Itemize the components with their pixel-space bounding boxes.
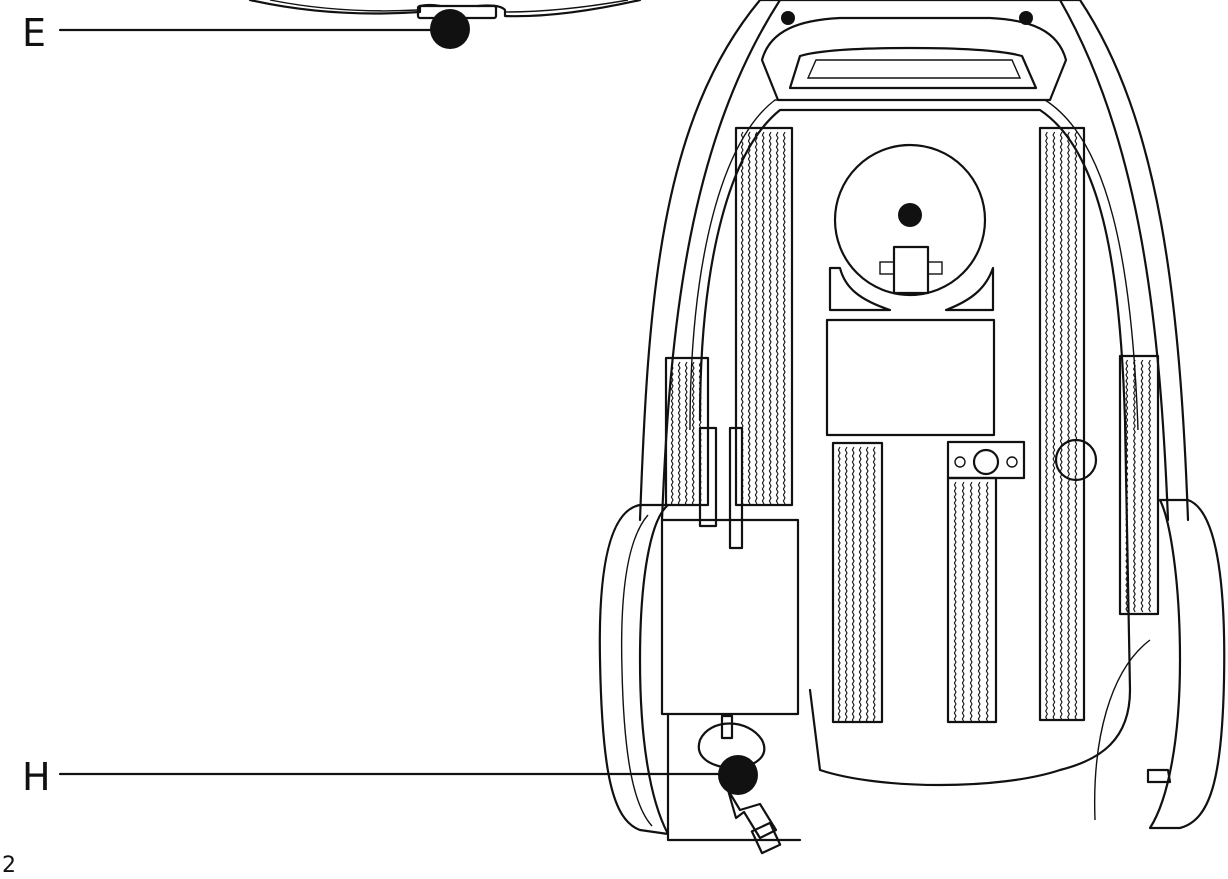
strip-center-right-rib (985, 481, 989, 723)
strip-left-tall-rib (761, 131, 765, 505)
strip-center-left-rib (837, 446, 841, 724)
screw-dot-left (781, 11, 795, 25)
strip-center-left-rib (872, 446, 876, 724)
strip-right-tall-rib (1067, 131, 1070, 721)
strip-center-left-rib (858, 446, 862, 724)
strip-left-tall-rib (775, 131, 779, 505)
wheel-left (598, 503, 670, 836)
strip-right-short-rib (1148, 359, 1152, 613)
callout-dot-e (430, 9, 470, 49)
strip-right-tall-rib (1059, 131, 1063, 721)
wheel-right (1093, 498, 1226, 830)
strip-center-right-rib (969, 481, 973, 723)
strip-left-tall-rib (747, 131, 751, 505)
motor-housing (828, 143, 995, 312)
strip-center-left (831, 441, 884, 724)
strip-right-short-rib (1125, 359, 1129, 613)
outer-shell (638, 0, 1190, 522)
strip-center-right-rib (953, 481, 957, 723)
center-clip (946, 440, 1026, 480)
strip-left-short-rib (698, 361, 702, 507)
callout-h: H (22, 755, 722, 799)
strip-center-right-rib (961, 481, 965, 723)
screw-dot-right (1019, 11, 1033, 25)
inner-tray (698, 108, 1132, 787)
callout-e: E (22, 0, 642, 55)
callout-label-h: H (22, 755, 51, 799)
strip-right-tall-rib (1045, 131, 1048, 721)
strip-center-left-rib (865, 446, 869, 724)
strip-right-tall-rib (1052, 131, 1056, 721)
strip-left-short-rib (677, 361, 681, 507)
strip-center-left-rib (844, 446, 848, 724)
strip-right-short-rib (1140, 359, 1144, 613)
filter-panel (825, 318, 996, 437)
strip-left-short-rib (691, 361, 695, 507)
strip-left-tall (734, 126, 794, 507)
strip-left-tall-rib (740, 131, 744, 505)
strip-right-short (1118, 354, 1160, 616)
page-number: 2 (2, 853, 16, 878)
cord-connector (697, 714, 782, 855)
strip-right-short-rib (1132, 359, 1136, 613)
strip-center-right-rib (977, 481, 981, 723)
callout-dot-h (718, 755, 758, 795)
strip-left-tall-rib (782, 131, 786, 505)
vacuum-body (598, 0, 1226, 855)
carry-handle (760, 11, 1068, 102)
strip-left-tall-rib (768, 131, 772, 505)
strip-left-tall-rib (754, 131, 758, 505)
strip-center-left-rib (851, 446, 855, 724)
strip-left-short-rib (670, 361, 674, 507)
ribbed-strips (664, 126, 1160, 724)
strip-left-short-rib (684, 361, 688, 507)
callout-label-e: E (22, 11, 46, 55)
strip-right-tall-rib (1074, 131, 1078, 721)
